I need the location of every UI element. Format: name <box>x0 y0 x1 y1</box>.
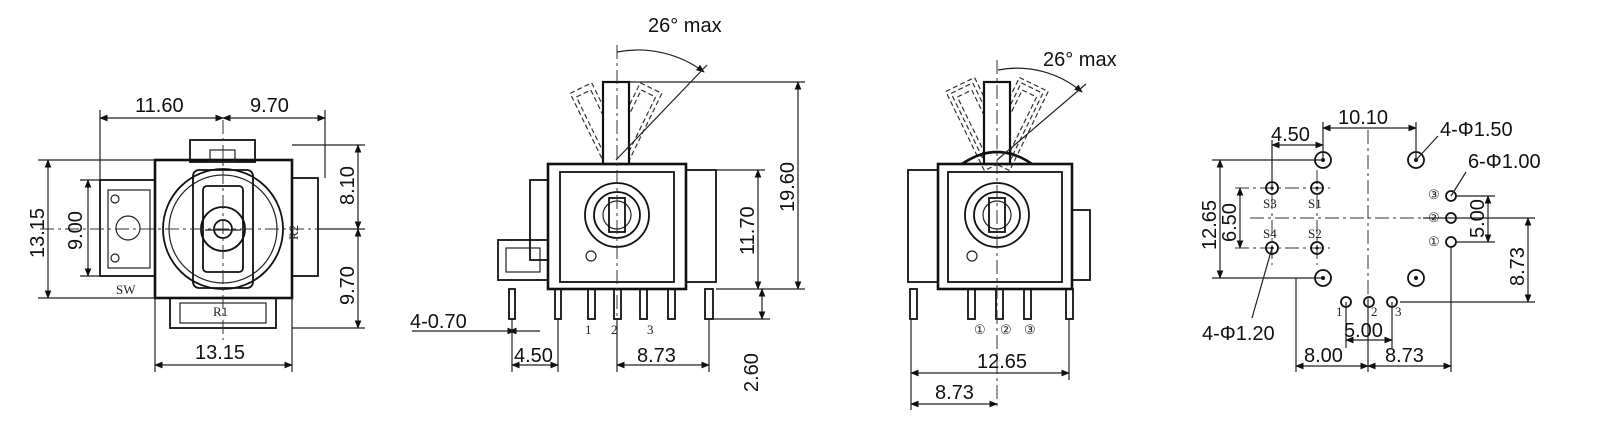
dim-bottom-width: 13.15 <box>195 342 245 364</box>
dim-front-pin-spacing: 8.73 <box>637 345 676 367</box>
dim-side-offset: 8.73 <box>935 382 974 404</box>
dim-pcb-hole-large: 4-Φ1.50 <box>1440 119 1513 141</box>
side-pin-2: ② <box>1000 322 1012 337</box>
side-pin-3: ③ <box>1024 322 1036 337</box>
front-pins <box>508 288 714 320</box>
pcb-label-c3: ③ <box>1428 187 1440 202</box>
side-angle: 26° max <box>1043 49 1117 71</box>
dim-pcb-bottom-right: 8.73 <box>1385 345 1424 367</box>
pcb-label-p2: 2 <box>1371 304 1378 319</box>
dim-pcb-left-height: 12.65 <box>1199 200 1221 250</box>
side-pin-1: ① <box>974 322 986 337</box>
dim-pcb-right-lower: 8.73 <box>1507 247 1529 286</box>
dim-pcb-hole-medium: 6-Φ1.00 <box>1468 151 1541 173</box>
holes-pot-bottom <box>1340 296 1398 308</box>
front-pin-1: 1 <box>585 322 592 337</box>
label-r2: R2 <box>286 225 301 240</box>
pot-block <box>291 177 319 277</box>
dim-width-left: 11.60 <box>135 95 184 117</box>
dim-left-height: 13.15 <box>27 208 49 258</box>
dim-pcb-inner-height: 6.50 <box>1219 203 1241 242</box>
pcb-label-s2: S2 <box>1308 226 1322 241</box>
pcb-label-s3: S3 <box>1263 196 1277 211</box>
dim-front-pin-spec: 4-0.70 <box>410 311 467 333</box>
label-r1: R1 <box>213 304 228 319</box>
dim-width-right: 9.70 <box>250 95 289 117</box>
dim-right-upper: 8.10 <box>337 166 359 205</box>
dim-pcb-bottom-pitch: 5.00 <box>1344 320 1383 342</box>
dim-pcb-top-offset: 4.50 <box>1271 124 1310 146</box>
dim-front-pin-length: 2.60 <box>741 353 763 392</box>
front-pin-3: 3 <box>647 322 654 337</box>
pcb-label-c1: ① <box>1428 234 1440 249</box>
top-view: SW R1 R2 11.60 9.70 13.15 13.15 9.00 8.1… <box>27 95 365 372</box>
front-view: 1 2 3 26° max 19.60 11.70 2.60 4-0.70 4.… <box>410 15 805 392</box>
pcb-label-s4: S4 <box>1263 226 1277 241</box>
pcb-label-p1: 1 <box>1336 304 1343 319</box>
pcb-footprint: S3 S1 S4 S2 ③ ② ① 1 2 3 4.50 10.10 4 <box>1199 107 1541 372</box>
dim-right-lower: 9.70 <box>337 266 359 305</box>
dim-pcb-hole-small: 4-Φ1.20 <box>1202 323 1275 345</box>
holes-large <box>1314 151 1425 287</box>
side-pins <box>909 288 1074 320</box>
switch-block <box>99 179 156 277</box>
front-angle: 26° max <box>648 15 722 37</box>
front-stick <box>601 80 631 166</box>
dim-front-height-total: 19.60 <box>777 162 799 212</box>
dim-pcb-right-upper: 5.00 <box>1467 199 1489 238</box>
dim-inner-height: 9.00 <box>65 211 87 250</box>
dim-front-height-body: 11.70 <box>737 206 759 255</box>
holes-pot-right <box>1445 190 1457 248</box>
side-view: ① ② ③ 26° max 12.65 8.73 <box>907 49 1117 410</box>
front-pin-2: 2 <box>611 322 618 337</box>
dim-front-pin-offset: 4.50 <box>514 345 553 367</box>
label-sw: SW <box>116 282 136 297</box>
dim-pcb-top-width: 10.10 <box>1338 107 1388 129</box>
dim-pcb-bottom-left: 8.00 <box>1304 345 1343 367</box>
pcb-label-s1: S1 <box>1308 196 1322 211</box>
dim-side-width: 12.65 <box>977 351 1027 373</box>
pcb-label-p3: 3 <box>1395 304 1402 319</box>
